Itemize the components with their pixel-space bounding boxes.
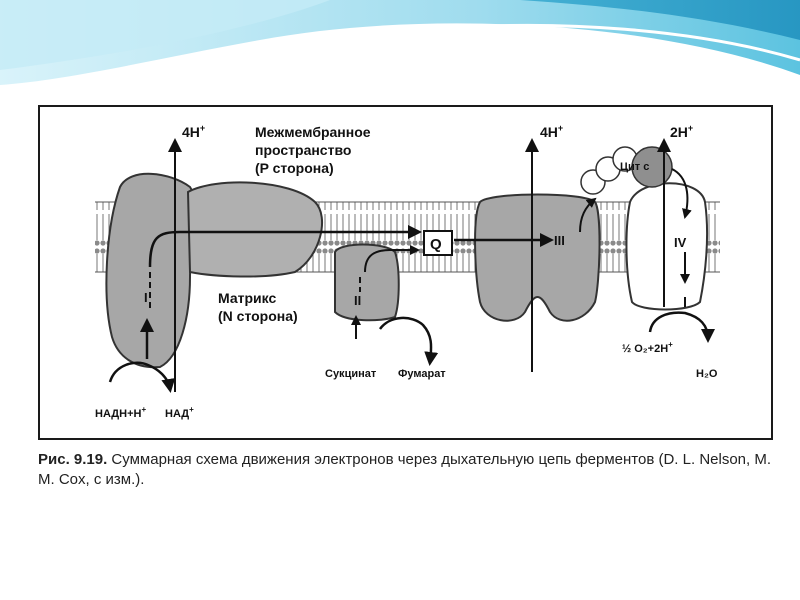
- water-label: H₂O: [696, 368, 718, 380]
- figure-caption: Рис. 9.19. Суммарная схема движения элек…: [38, 450, 778, 490]
- complex-1-arm: [186, 181, 324, 278]
- protons-complex-4: 2H+: [670, 123, 693, 140]
- complex-2-shape: [334, 243, 400, 322]
- quinone-box: [423, 230, 453, 256]
- fumarate-label: Фумарат: [398, 368, 446, 380]
- caption-number: Рис. 9.19.: [38, 451, 108, 468]
- caption-text: Суммарная схема движения электронов чере…: [38, 451, 772, 488]
- cytochrome-c-ball: [631, 146, 673, 188]
- nad-label: НАД+: [165, 405, 194, 420]
- complex-2-label: II: [354, 293, 361, 308]
- complex-1-label: I: [144, 290, 148, 305]
- matrix-label: Матрикс (N сторона): [218, 290, 298, 324]
- protons-complex-3: 4H+: [540, 123, 563, 140]
- succinate-label: Сукцинат: [325, 368, 377, 380]
- protons-complex-1: 4H+: [182, 123, 205, 140]
- cytochrome-c-label: Цит c: [620, 161, 649, 173]
- complex-4-shape: [625, 182, 709, 311]
- figure-frame: Цит c Q I II III IV 4H+ 4H+: [38, 105, 773, 440]
- electron-transport-diagram: Цит c Q I II III IV 4H+ 4H+: [95, 123, 720, 420]
- complex-4-label: IV: [674, 235, 687, 250]
- intermembrane-label: Межмембранное пространство (P сторона): [255, 124, 374, 176]
- complex-1-shape: [105, 172, 196, 369]
- nadh-label: НАДН+Н+: [95, 405, 146, 420]
- slide-header-wave: [0, 0, 800, 90]
- complex-3-label: III: [554, 233, 565, 248]
- complex-3-shape: [474, 193, 601, 322]
- quinone-label: Q: [430, 236, 442, 253]
- oxygen-label: ½ O₂+2H+: [622, 340, 673, 355]
